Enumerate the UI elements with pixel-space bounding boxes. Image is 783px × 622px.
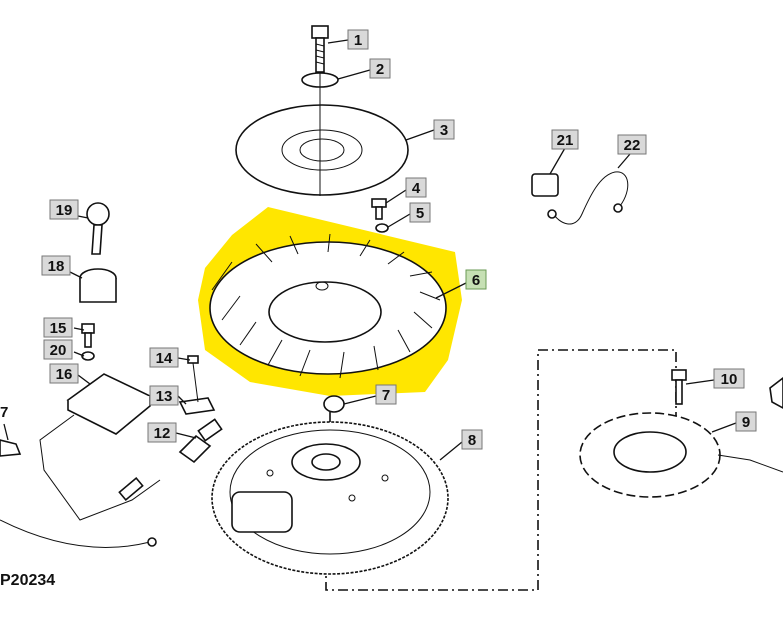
part-screw-15	[81, 323, 95, 348]
part-connector-right	[769, 376, 783, 409]
callout-1: 1	[347, 29, 369, 50]
callout-label: 19	[56, 202, 73, 219]
callout-10: 10	[713, 368, 745, 389]
callout-19: 19	[49, 199, 79, 220]
callout-14: 14	[149, 347, 179, 368]
part-bracket-13	[178, 397, 216, 415]
callout-7-left: 7	[0, 404, 8, 421]
part-washer-5	[375, 223, 389, 233]
callout-5: 5	[409, 202, 431, 223]
callout-label: 1	[354, 32, 362, 49]
callout-label: 10	[721, 371, 738, 388]
callout-6: 6	[465, 269, 487, 290]
callout-label: 7	[382, 387, 390, 404]
part-wire-22-end-b	[613, 203, 623, 213]
part-clip-21	[531, 173, 559, 197]
callout-7-center: 7	[375, 384, 397, 405]
callout-13: 13	[149, 385, 179, 406]
callout-label: 16	[56, 366, 73, 383]
callout-label: 12	[154, 425, 171, 442]
callout-label: 14	[156, 350, 173, 367]
part-screen-3	[235, 104, 409, 196]
callout-label: 6	[472, 272, 480, 289]
part-flywheel-8	[211, 421, 449, 575]
callout-label: 21	[557, 132, 574, 149]
drawing-id-label: P20234	[0, 572, 56, 589]
part-connector-7-left	[0, 439, 22, 457]
callout-3: 3	[433, 119, 455, 140]
callout-label: 4	[412, 180, 421, 197]
wiring-path	[325, 349, 677, 591]
part-spark-plug-12	[178, 418, 223, 464]
callout-2: 2	[369, 58, 391, 79]
callout-label: 7	[0, 404, 8, 421]
callout-21: 21	[551, 129, 579, 150]
part-screw-4	[371, 198, 387, 220]
part-fan-6	[209, 233, 447, 379]
part-knob-18	[79, 268, 117, 303]
part-ignition-key-19	[86, 202, 110, 255]
part-washer-20	[81, 351, 95, 361]
callout-9: 9	[735, 411, 757, 432]
callout-16: 16	[49, 363, 79, 384]
callout-label: 2	[376, 61, 384, 78]
callout-22: 22	[617, 134, 647, 155]
callout-4: 4	[405, 177, 427, 198]
callout-label: 13	[156, 388, 173, 405]
callout-label: 8	[468, 432, 476, 449]
callout-8: 8	[461, 429, 483, 450]
callout-label: 18	[48, 258, 65, 275]
callout-20: 20	[43, 339, 73, 360]
part-screw-14	[187, 355, 199, 403]
callout-label: 15	[50, 320, 67, 337]
part-key-7	[323, 395, 345, 413]
callout-18: 18	[41, 255, 71, 276]
part-module-16	[0, 373, 161, 548]
callout-label: 3	[440, 122, 448, 139]
callout-label: 22	[624, 137, 641, 154]
callout-label: 20	[50, 342, 67, 359]
part-bolt-1	[311, 25, 329, 73]
callout-15: 15	[43, 317, 73, 338]
callout-12: 12	[147, 422, 177, 443]
part-stator-9	[579, 412, 783, 498]
callout-label: 5	[416, 205, 424, 222]
callout-label: 9	[742, 414, 750, 431]
part-wire-22	[551, 171, 629, 225]
part-wire-22-end-a	[547, 209, 557, 219]
leader-lines	[3, 39, 737, 461]
part-screw-10	[671, 369, 687, 405]
